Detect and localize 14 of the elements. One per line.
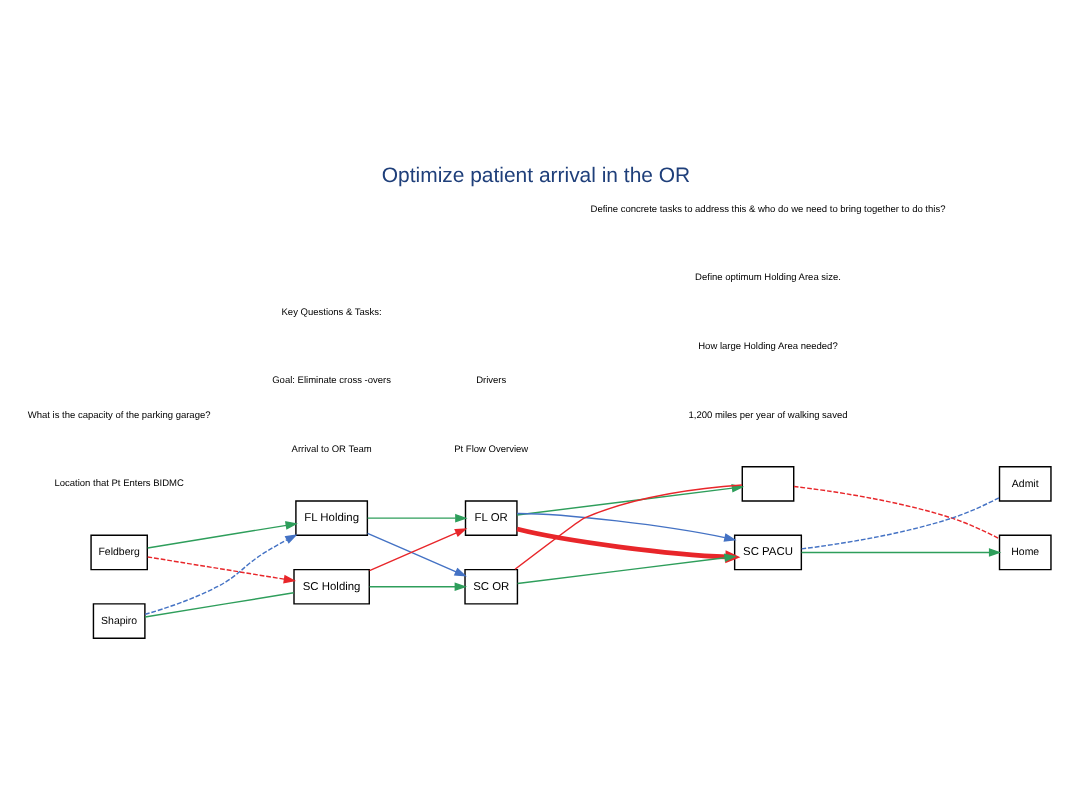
- diagram-title: Optimize patient arrival in the OR: [381, 166, 691, 189]
- connector: [800, 496, 1001, 550]
- arrow: [800, 548, 1002, 557]
- arrow: [516, 483, 745, 516]
- arrow: [146, 556, 297, 584]
- arrow: [516, 512, 737, 542]
- arrow: [368, 582, 467, 592]
- connector: [144, 592, 295, 618]
- arrow: [366, 513, 468, 523]
- arrow: [144, 534, 298, 615]
- arrow: [146, 521, 298, 549]
- connector: [793, 485, 1001, 540]
- arrow: [516, 553, 737, 585]
- node-box: [741, 465, 795, 502]
